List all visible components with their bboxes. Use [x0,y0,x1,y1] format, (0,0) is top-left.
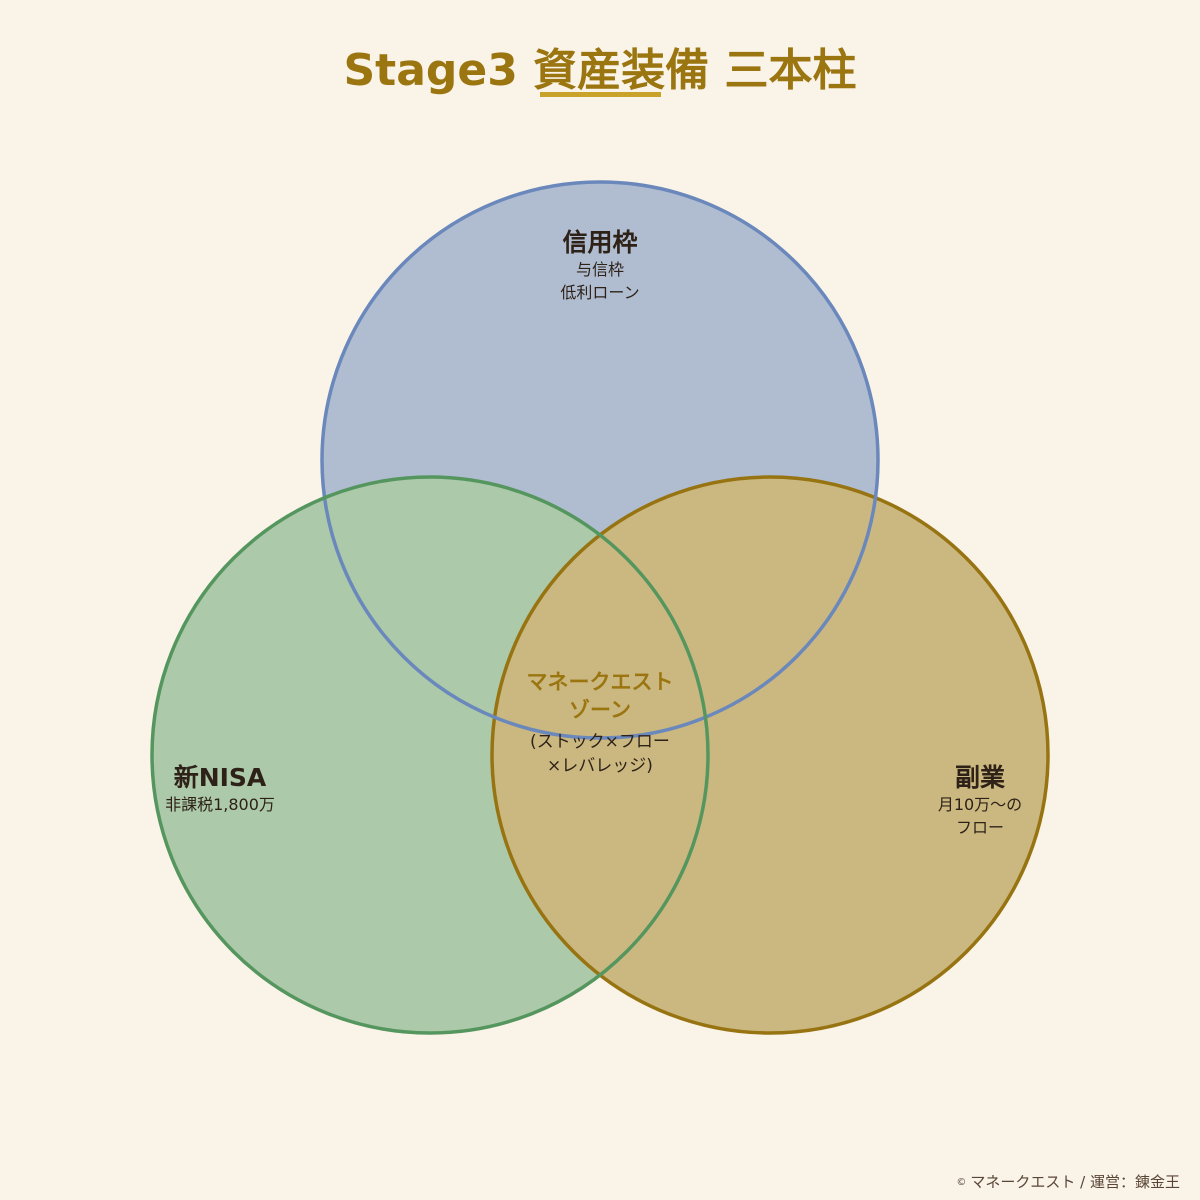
nisa-line-1: 非課税1,800万 [165,795,275,814]
center-title-line-1: マネークエスト [526,670,674,694]
side-job-circle-outline [490,475,1050,1035]
footer-credit: ©マネークエスト / 運営：錬金王 [956,1171,1180,1192]
side-job-circle [492,477,1048,1033]
center-zone-label: マネークエスト ゾーン (ストック×フロー ×レバレッジ) [480,668,720,778]
nisa-label: 新NISA 非課税1,800万 [120,763,320,816]
page-title: Stage3 資産装備 三本柱 [343,45,857,96]
footer-text: マネークエスト / 運営：錬金王 [970,1173,1180,1191]
title-underline [540,92,661,97]
side-job-title: 副業 [954,763,1005,792]
credit-label: 信用枠 与信枠 低利ローン [500,228,700,304]
credit-circle-outline [320,180,880,740]
side-job-line-2: フロー [955,818,1004,837]
side-job-line-1: 月10万〜の [937,795,1023,814]
nisa-circle-outline [150,475,710,1035]
nisa-title: 新NISA [173,763,267,792]
center-title-line-2: ゾーン [569,698,631,722]
side-job-label: 副業 月10万〜の フロー [880,763,1080,839]
copyright-icon: © [956,1177,967,1188]
credit-title: 信用枠 [562,228,638,257]
center-sub-line-1: (ストック×フロー [530,732,670,752]
credit-line-1: 与信枠 [575,260,624,279]
credit-line-2: 低利ローン [560,283,640,302]
center-sub-line-2: ×レバレッジ) [547,756,653,776]
